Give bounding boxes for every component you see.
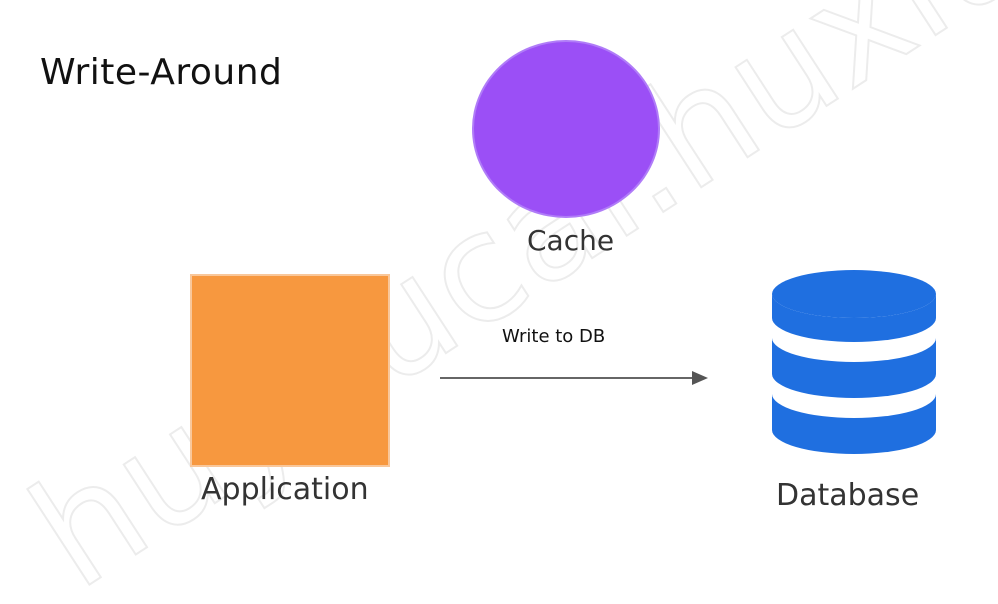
cache-node (474, 42, 658, 216)
arrow-head (692, 371, 708, 385)
cache-label: Cache (527, 224, 615, 257)
database-top (772, 270, 936, 318)
edge-label: Write to DB (502, 326, 606, 347)
arrow-icon (440, 371, 708, 385)
database-layer-2 (772, 338, 936, 398)
database-label: Database (776, 478, 920, 513)
database-icon (772, 270, 936, 454)
application-node (192, 276, 388, 465)
database-layer-3 (772, 394, 936, 454)
database-layer-1 (772, 294, 936, 342)
diagram-title: Write-Around (40, 52, 283, 93)
application-label: Application (201, 472, 369, 507)
